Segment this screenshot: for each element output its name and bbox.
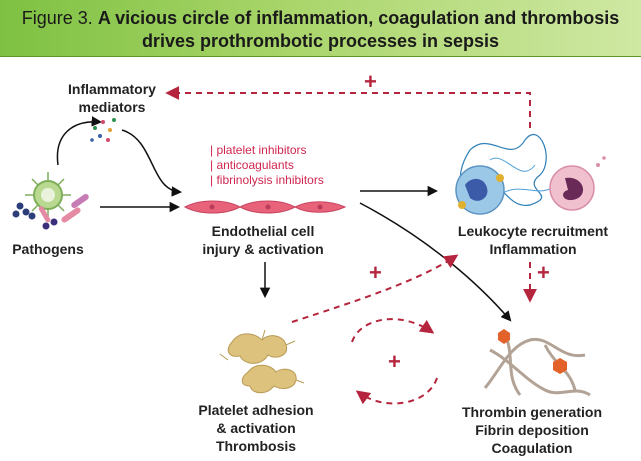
mediator-dots-icon — [90, 118, 116, 142]
figure-label: Figure 3. — [21, 8, 93, 28]
plus-sign-cycle: + — [388, 349, 401, 374]
label-pathogens: Pathogens — [12, 241, 84, 257]
label-line: & activation — [216, 420, 296, 436]
cycle-arrow-lower — [355, 377, 438, 405]
inhibitor-item: platelet inhibitors — [210, 143, 324, 158]
label-inflammatory-mediators: Inflammatory mediators — [58, 80, 166, 116]
pathogens-icon — [12, 172, 89, 230]
label-endothelial-cell: Endothelial cell injury & activation — [183, 222, 343, 258]
arrow-mediators-to-endothelium — [121, 129, 183, 197]
label-line: Thrombin generation — [462, 404, 602, 420]
red-blood-cell-icon — [553, 358, 567, 374]
figure-title-bold-2: drives prothrombotic processes in sepsis — [141, 31, 500, 51]
label-line: Inflammation — [489, 241, 577, 257]
label-thrombin-generation: Thrombin generation Fibrin deposition Co… — [452, 403, 612, 457]
arrow-endothelium-to-coagulation — [359, 202, 512, 322]
label-line: mediators — [78, 99, 146, 115]
platelets-icon — [219, 329, 305, 394]
label-line: injury & activation — [202, 241, 324, 257]
inhibitor-item: anticoagulants — [210, 158, 324, 173]
leukocytes-icon — [455, 133, 606, 215]
endothelial-cells-icon — [183, 200, 347, 214]
arrow-platelets-to-leukocyte — [291, 254, 459, 323]
title-banner: Figure 3. A vicious circle of inflammati… — [0, 0, 641, 57]
label-line: Fibrin deposition — [475, 422, 589, 438]
cycle-arrow-upper — [351, 318, 435, 343]
label-platelet-adhesion: Platelet adhesion & activation Thrombosi… — [186, 401, 326, 455]
plus-sign-leukocyte-coagulation: + — [537, 260, 550, 285]
label-line: Coagulation — [491, 440, 573, 456]
feedback-arrow-top — [165, 86, 531, 128]
inhibitor-item: fibrinolysis inhibitors — [210, 173, 323, 188]
red-blood-cell-icon — [498, 329, 510, 344]
label-line: Platelet adhesion — [198, 402, 314, 418]
label-line: Thrombosis — [215, 438, 297, 454]
plus-sign-platelet-leukocyte: + — [369, 260, 382, 285]
arrow-pathogens-to-mediators — [56, 116, 103, 166]
figure-title-line-2: drives prothrombotic processes in sepsis — [0, 30, 641, 52]
plus-sign-top: + — [364, 69, 377, 94]
inhibitors-list: platelet inhibitors anticoagulants fibri… — [210, 143, 324, 188]
figure-title-bold: A vicious circle of inflammation, coagul… — [97, 8, 620, 28]
label-line: Leukocyte recruitment — [457, 223, 609, 239]
fibrin-mesh-icon — [483, 334, 591, 397]
label-leukocyte-recruitment: Leukocyte recruitment Inflammation — [448, 222, 618, 258]
figure-title-line-1: Figure 3. A vicious circle of inflammati… — [0, 7, 641, 29]
label-line: Inflammatory — [68, 81, 156, 97]
label-line: Endothelial cell — [211, 223, 315, 239]
